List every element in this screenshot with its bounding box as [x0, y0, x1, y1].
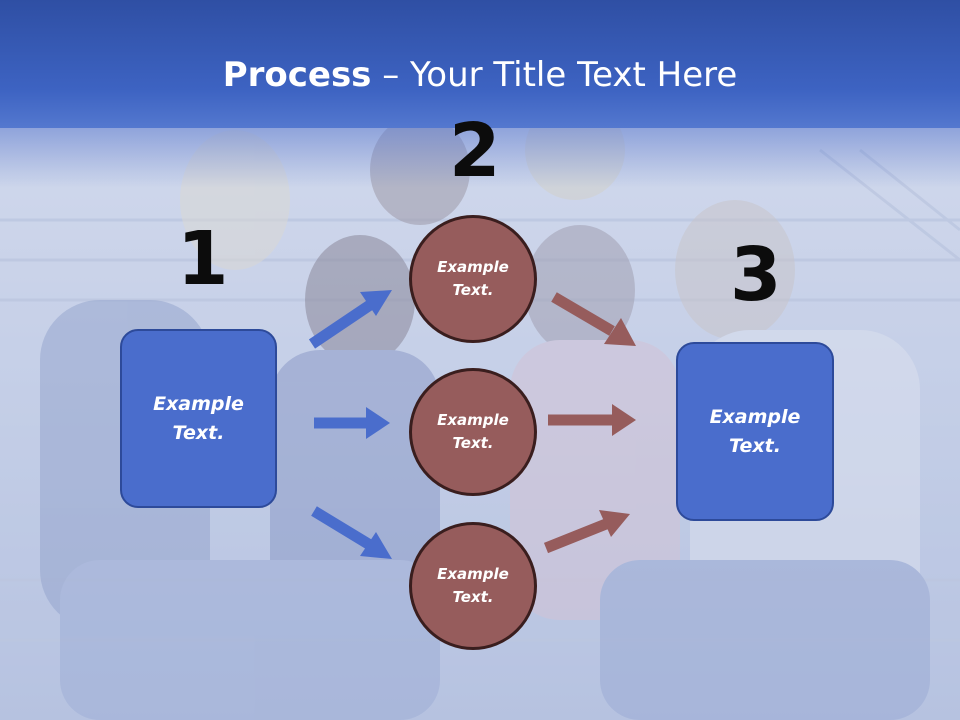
blue-arrow-down-head — [360, 532, 392, 559]
red-arrow-down-head — [604, 318, 636, 346]
circle-middle[interactable]: Example Text. — [409, 368, 537, 496]
page-title: Process – Your Title Text Here — [0, 54, 960, 96]
blue-arrow-down — [311, 506, 373, 550]
blue-arrow-mid-head — [366, 407, 390, 439]
step-number-1: 1 — [177, 216, 229, 302]
red-arrow-mid-head — [612, 404, 636, 436]
red-arrow-up — [543, 518, 609, 554]
red-arrow-down — [551, 292, 615, 336]
title-rest: – Your Title Text Here — [371, 55, 738, 95]
blue-arrow-up-head — [360, 290, 392, 316]
title-bar-fade — [0, 128, 960, 188]
left-text-box[interactable]: Example Text. — [120, 329, 277, 508]
right-text-box[interactable]: Example Text. — [676, 342, 834, 521]
title-bar — [0, 0, 960, 128]
title-bold: Process — [222, 55, 372, 95]
blue-arrow-up — [308, 300, 374, 349]
circle-bottom[interactable]: Example Text. — [409, 522, 537, 650]
step-number-2: 2 — [449, 108, 501, 194]
step-number-3: 3 — [730, 232, 782, 318]
red-arrow-up-head — [599, 510, 630, 537]
circle-top[interactable]: Example Text. — [409, 215, 537, 343]
